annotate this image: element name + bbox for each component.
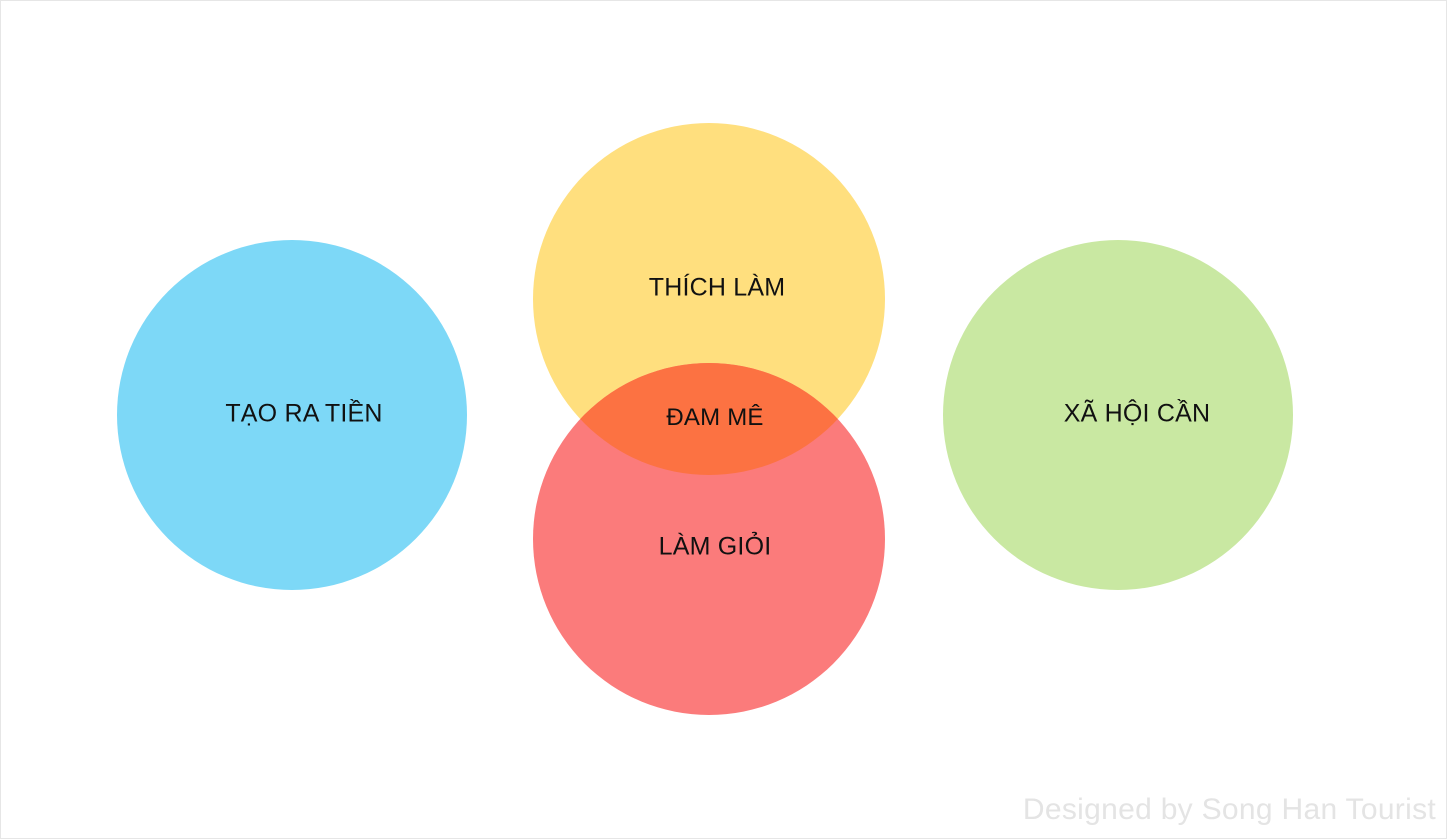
overlap-passion-region	[533, 363, 885, 715]
circle-world-needs[interactable]	[943, 240, 1293, 590]
overlap-passion[interactable]	[533, 363, 885, 715]
circle-money[interactable]	[117, 240, 467, 590]
watermark: Designed by Song Han Tourist	[1022, 793, 1436, 826]
